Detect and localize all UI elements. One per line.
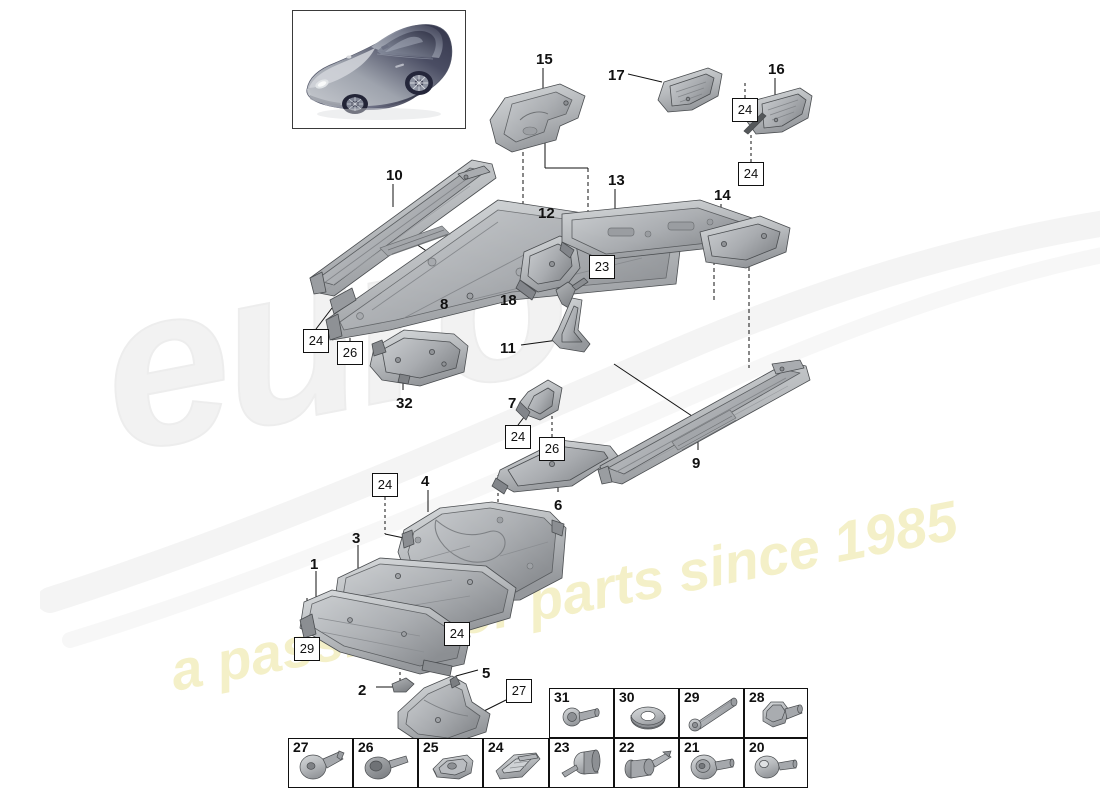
boxed-callout-23-part13: 23 [589, 255, 615, 279]
dome-head-screw-icon [754, 755, 798, 779]
part-6-side-panel [491, 439, 619, 495]
boxed-callout-24-part4: 24 [372, 473, 398, 497]
callout-15: 15 [536, 51, 553, 68]
legend-cell-31[interactable]: 31 [549, 688, 614, 738]
part-16-cover [743, 87, 813, 135]
callout-4: 4 [421, 473, 430, 490]
part-32-under-tray [369, 329, 469, 387]
legend-number-31: 31 [554, 689, 570, 705]
spring-clip-icon [495, 752, 541, 780]
legend-cell-30[interactable]: 30 [614, 688, 679, 738]
legend-cell-21[interactable]: 21 [679, 738, 744, 788]
part-5-liner [397, 675, 491, 745]
part-7-bracket [515, 379, 563, 421]
expanding-rivet-icon [624, 750, 672, 779]
collar-bolt-icon [561, 749, 601, 778]
part-17-cover [657, 67, 723, 113]
callout-3: 3 [352, 530, 361, 547]
legend-number-20: 20 [749, 739, 765, 755]
callout-13: 13 [608, 172, 625, 189]
callout-9: 9 [692, 455, 701, 472]
part-9-side-rail [597, 359, 811, 485]
callout-16: 16 [768, 61, 785, 78]
boxed-callout-26-part8: 26 [337, 341, 363, 365]
legend-number-21: 21 [684, 739, 700, 755]
part-18-clip [555, 277, 589, 311]
cage-nut-icon [432, 754, 474, 780]
legend-cell-26[interactable]: 26 [353, 738, 418, 788]
callout-17: 17 [608, 67, 625, 84]
boxed-callout-27-part5: 27 [506, 679, 532, 703]
callout-2: 2 [358, 682, 367, 699]
legend-cell-22[interactable]: 22 [614, 738, 679, 788]
callout-14: 14 [714, 187, 731, 204]
boxed-callout-24-part8: 24 [303, 329, 329, 353]
callout-12: 12 [538, 205, 555, 222]
legend-cell-27[interactable]: 27 [288, 738, 353, 788]
hex-flange-bolt-icon [762, 701, 803, 728]
legend-cell-28[interactable]: 28 [744, 688, 808, 738]
part-15-shield [489, 83, 586, 153]
legend-cell-29[interactable]: 29 [679, 688, 744, 738]
part-14-bracket [699, 215, 791, 269]
legend-cell-20[interactable]: 20 [744, 738, 808, 788]
legend-number-23: 23 [554, 739, 570, 755]
boxed-callout-24-part17: 24 [732, 98, 758, 122]
callout-1: 1 [310, 556, 319, 573]
long-bolt-icon [688, 697, 738, 732]
legend-number-26: 26 [358, 739, 374, 755]
legend-number-25: 25 [423, 739, 439, 755]
callout-10: 10 [386, 167, 403, 184]
boxed-callout-26-part7: 26 [539, 437, 565, 461]
vehicle-illustration [306, 24, 453, 120]
legend-number-28: 28 [749, 689, 765, 705]
legend-cell-25[interactable]: 25 [418, 738, 483, 788]
callout-32: 32 [396, 395, 413, 412]
dome-clip-icon [364, 755, 409, 780]
boxed-callout-24-part16: 24 [738, 162, 764, 186]
callout-11: 11 [500, 340, 516, 357]
boxed-callout-24-part7: 24 [505, 425, 531, 449]
legend-number-30: 30 [619, 689, 635, 705]
boxed-callout-29-part1: 29 [294, 637, 320, 661]
washer-icon [630, 706, 666, 730]
part-11-bracket [551, 297, 591, 353]
flange-bolt-short-icon [562, 707, 600, 727]
boxed-callout-24-part5: 24 [444, 622, 470, 646]
callout-18: 18 [500, 292, 517, 309]
legend-number-24: 24 [488, 739, 504, 755]
flange-screw-icon [690, 754, 735, 780]
legend-cell-24[interactable]: 24 [483, 738, 549, 788]
part-2-clip [391, 677, 415, 693]
legend-number-27: 27 [293, 739, 309, 755]
callout-7: 7 [508, 395, 517, 412]
part-1-front-panel [299, 589, 471, 677]
callout-6: 6 [554, 497, 563, 514]
legend-number-29: 29 [684, 689, 700, 705]
push-rivet-icon [299, 750, 345, 780]
callout-5: 5 [482, 665, 491, 682]
part-10-side-rail [309, 159, 497, 297]
callout-8: 8 [440, 296, 449, 313]
legend-number-22: 22 [619, 739, 635, 755]
legend-cell-23[interactable]: 23 [549, 738, 614, 788]
vehicle-inset-box [292, 10, 466, 129]
